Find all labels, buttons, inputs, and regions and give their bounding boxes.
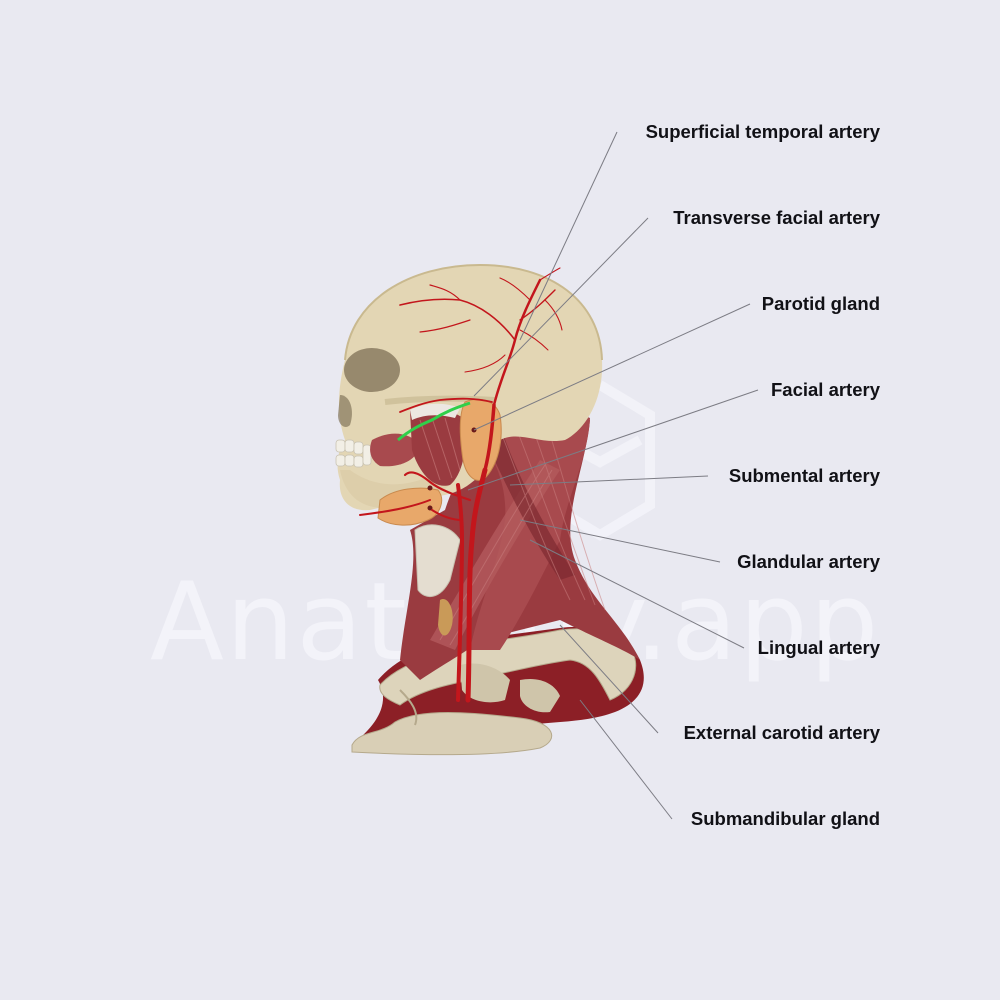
label-glandular-artery[interactable]: Glandular artery (737, 551, 880, 572)
label-transverse-facial-artery[interactable]: Transverse facial artery (673, 207, 880, 228)
label-facial-artery[interactable]: Facial artery (770, 379, 880, 400)
label-superficial-temporal-artery[interactable]: Superficial temporal artery (645, 121, 880, 142)
parotid-duct (397, 401, 471, 442)
facial-muscles (370, 403, 466, 486)
label-lingual-artery[interactable]: Lingual artery (757, 637, 880, 658)
arteries (359, 267, 563, 703)
label-submental-artery[interactable]: Submental artery (728, 465, 880, 486)
label-external-carotid-artery[interactable]: External carotid artery (683, 722, 880, 743)
label-submandibular-gland[interactable]: Submandibular gland (690, 808, 880, 829)
leader-lines (467, 131, 759, 820)
label-parotid-gland[interactable]: Parotid gland (761, 293, 880, 314)
